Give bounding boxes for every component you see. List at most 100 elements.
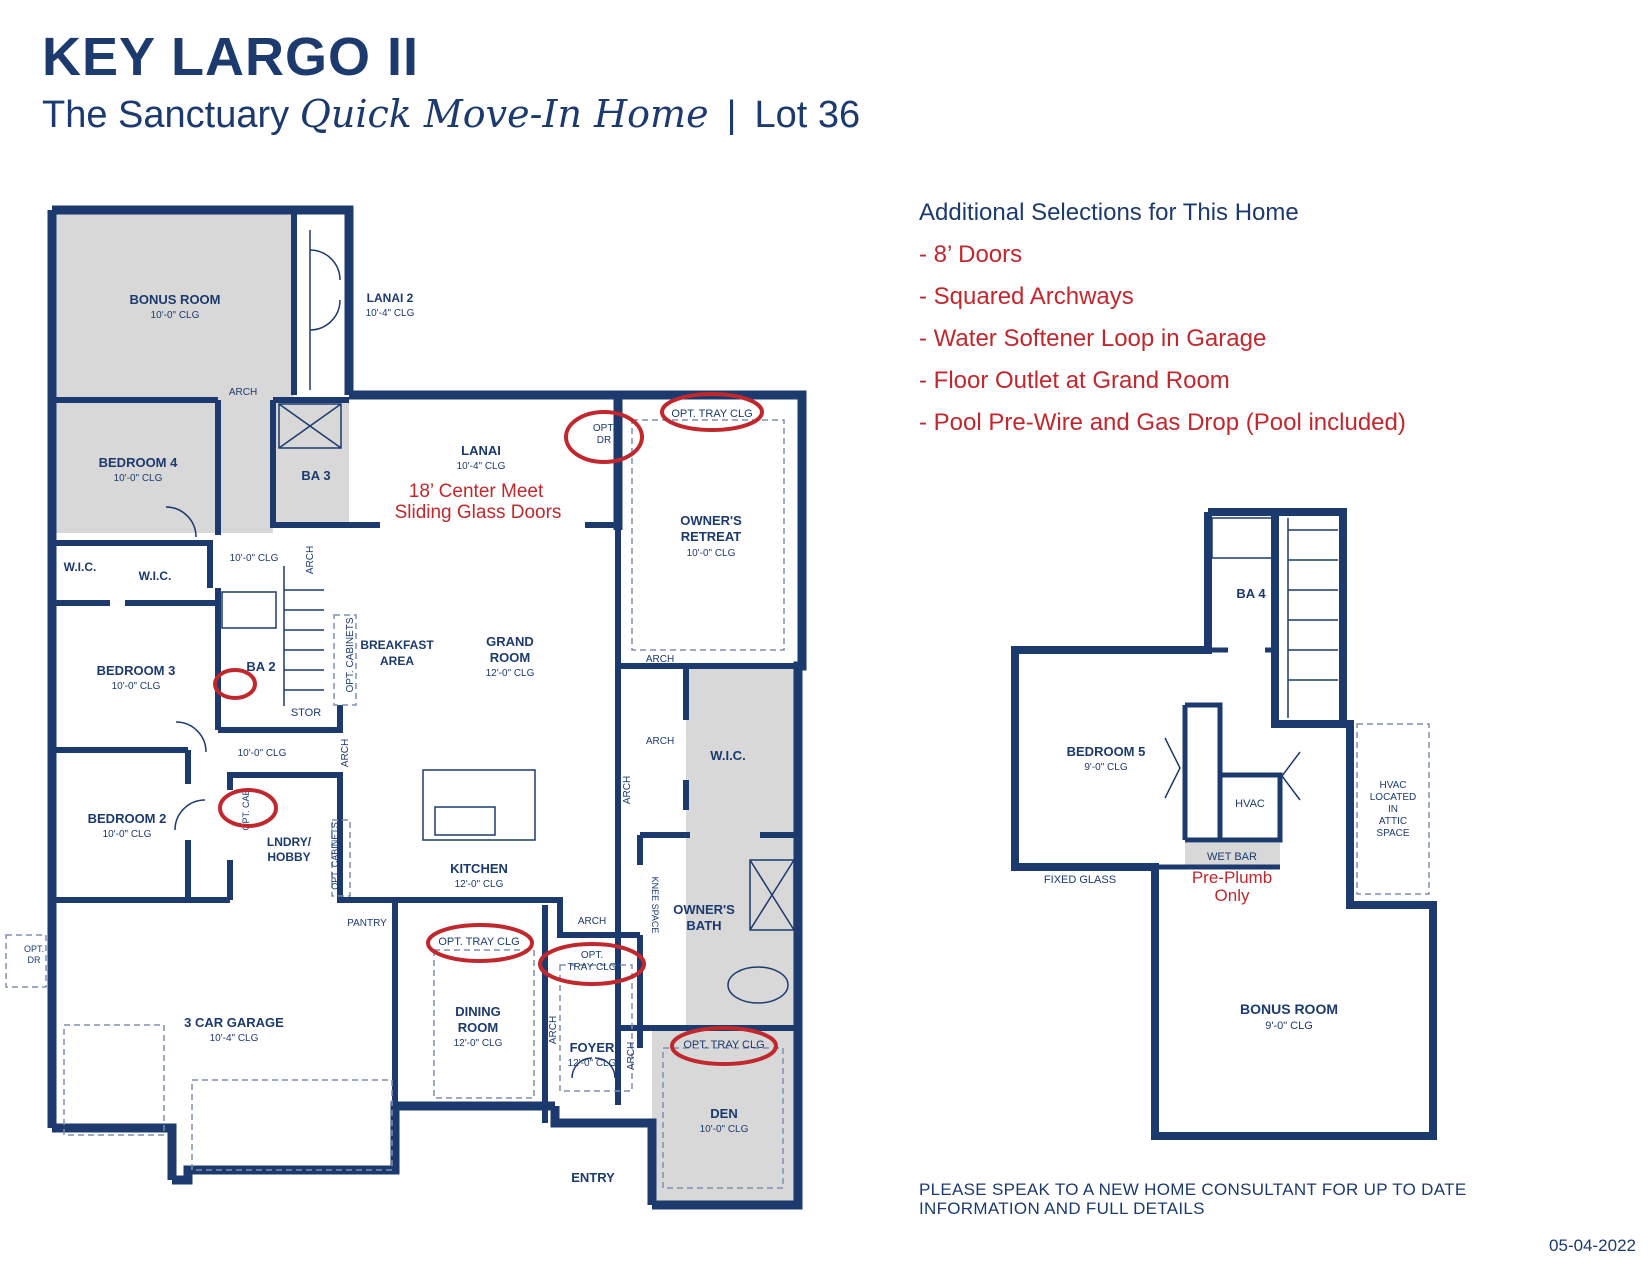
pre-plumb-note: Only: [1215, 886, 1250, 905]
selection-item: - Pool Pre-Wire and Gas Drop (Pool inclu…: [919, 409, 1406, 436]
home-type: Quick Move-In Home: [299, 92, 709, 136]
opt-cabinets-label: OPT. CABINETS: [345, 617, 356, 692]
bedroom5-label: BEDROOM 5: [1067, 744, 1146, 759]
second-floor-fixtures: [1164, 517, 1338, 801]
garage-opt-dr-label: OPT.: [24, 944, 44, 954]
dashed-features: [5, 419, 1430, 1189]
highlight-circle: [670, 1026, 778, 1066]
highlight-circle: [660, 392, 764, 432]
attic-hvac-label: HVAC: [1379, 780, 1406, 791]
wet-bar-counter: [1185, 843, 1280, 867]
ba2-label: BA 2: [246, 659, 275, 674]
plan-title: KEY LARGO II: [42, 27, 420, 87]
lanai2-clg: 10'-4" CLG: [366, 308, 415, 319]
bedroom2-clg: 10'-0" CLG: [103, 829, 152, 840]
highlight-circle: [213, 668, 257, 700]
garage-label: 3 CAR GARAGE: [184, 1015, 284, 1030]
attic-hvac-label: LOCATED: [1370, 792, 1417, 803]
arch-label: ARCH: [229, 387, 257, 398]
opt-cab-label: OPT. CAB: [241, 789, 251, 830]
kitchen-label: KITCHEN: [450, 861, 508, 876]
second-floor-interior: [1155, 647, 1283, 870]
arch-label: ARCH: [548, 1016, 559, 1044]
knee-space-label: KNEE SPACE: [650, 877, 660, 934]
sliding-door-note: 18’ Center Meet: [409, 481, 544, 502]
breakfast-label: AREA: [380, 654, 414, 668]
highlight-circle: [426, 923, 534, 963]
grand-room-label: GRAND: [486, 634, 534, 649]
wic-label: W.I.C.: [64, 560, 97, 574]
arch-label: ARCH: [305, 546, 316, 574]
stor-label: STOR: [291, 707, 321, 719]
garage-opt-dr-label: DR: [28, 955, 41, 965]
lanai-clg: 10'-4" CLG: [457, 461, 506, 472]
arch-label: ARCH: [646, 654, 674, 665]
dining-label: DINING: [455, 1004, 501, 1019]
arch-label: ARCH: [626, 1042, 637, 1070]
owner-wic-label: W.I.C.: [710, 748, 745, 763]
bedroom3-label: BEDROOM 3: [97, 663, 176, 678]
grand-room-clg: 12'-0" CLG: [486, 668, 535, 679]
wet-bar-label: WET BAR: [1207, 851, 1257, 863]
hall2-clg: 10'-0" CLG: [238, 748, 287, 759]
grand-room-label: ROOM: [490, 650, 530, 665]
lanai-label: LANAI: [461, 443, 501, 458]
gray-room-fills: [52, 210, 798, 1204]
fixtures: [165, 230, 795, 1079]
selection-item: - Floor Outlet at Grand Room: [919, 367, 1230, 394]
foyer-clg: 12'-0" CLG: [568, 1058, 617, 1069]
selections-heading: Additional Selections for This Home: [919, 199, 1299, 226]
ba3-label: BA 3: [301, 468, 330, 483]
highlight-circle: [218, 788, 278, 828]
consultant-note: PLEASE SPEAK TO A NEW HOME CONSULTANT FO…: [919, 1180, 1467, 1218]
pantry-label: PANTRY: [347, 918, 387, 929]
opt-tray-owner-label: OPT. TRAY CLG: [671, 408, 752, 420]
fixed-glass-label: FIXED GLASS: [1044, 874, 1116, 886]
den-clg: 10'-0" CLG: [700, 1124, 749, 1135]
arch-label: ARCH: [646, 736, 674, 747]
lanai2-label: LANAI 2: [367, 291, 414, 305]
kitchen-clg: 12'-0" CLG: [455, 879, 504, 890]
hall-clg: 10'-0" CLG: [230, 553, 279, 564]
entry-label: ENTRY: [571, 1170, 615, 1185]
bedroom2-label: BEDROOM 2: [88, 811, 167, 826]
attic-hvac-label: IN: [1388, 804, 1398, 815]
opt-tray-foyer-label: TRAY CLG: [567, 962, 616, 973]
bedroom4-label: BEDROOM 4: [99, 455, 179, 470]
breakfast-label: BREAKFAST: [360, 638, 434, 652]
subtitle-separator: |: [726, 94, 737, 136]
owners-retreat-clg: 10'-0" CLG: [687, 548, 736, 559]
selection-item: - 8’ Doors: [919, 241, 1023, 268]
revision-date: 05-04-2022: [1549, 1236, 1636, 1255]
bedroom3-clg: 10'-0" CLG: [112, 681, 161, 692]
opt-tray-den-label: OPT. TRAY CLG: [683, 1039, 764, 1051]
attic-hvac-label: ATTIC: [1379, 816, 1407, 827]
hvac-label: HVAC: [1235, 798, 1265, 810]
interior-walls: [52, 210, 798, 1123]
owners-bath-label: OWNER'S: [673, 902, 735, 917]
ba4-label: BA 4: [1236, 586, 1266, 601]
opt-dr-label: OPT.: [593, 423, 615, 434]
wic-label: W.I.C.: [139, 569, 172, 583]
owners-retreat-label: RETREAT: [681, 529, 741, 544]
opt-dr-label: DR: [597, 435, 611, 446]
selection-item: - Water Softener Loop in Garage: [919, 325, 1267, 352]
opt-cabinets-label: OPT. CABINETS: [330, 822, 340, 890]
second-floor-walls: [1011, 508, 1437, 1140]
garage-clg: 10'-4" CLG: [210, 1033, 259, 1044]
highlight-circle: [538, 942, 646, 986]
selection-highlights: [213, 392, 778, 1066]
attic-hvac-label: SPACE: [1376, 828, 1409, 839]
opt-tray-foyer-label: OPT.: [581, 950, 603, 961]
selection-item: - Squared Archways: [919, 283, 1134, 310]
opt-tray-dining-label: OPT. TRAY CLG: [438, 936, 519, 948]
owners-bath-label: BATH: [686, 918, 721, 933]
pre-plumb-note: Pre-Plumb: [1192, 868, 1272, 887]
arch-label: ARCH: [578, 916, 606, 927]
plan-subtitle: The Sanctuary Quick Move-In Home|Lot 36: [42, 92, 860, 137]
bonus-room-2-clg: 9'-0" CLG: [1265, 1020, 1313, 1032]
dining-clg: 12'-0" CLG: [454, 1038, 503, 1049]
sliding-door-note: Sliding Glass Doors: [395, 502, 562, 523]
community-name: The Sanctuary: [42, 94, 290, 136]
